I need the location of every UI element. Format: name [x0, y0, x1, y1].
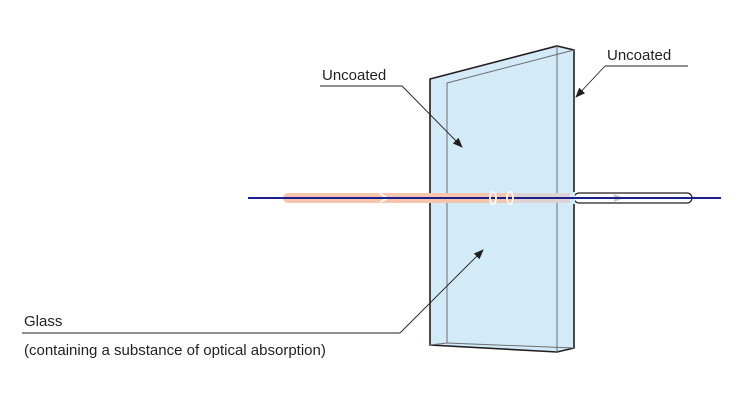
glass-edge-bottom [429, 342, 448, 346]
front-uncoated-label: Uncoated [322, 67, 386, 84]
glass-edge-bottom-inner [446, 342, 575, 349]
light-beam [248, 191, 721, 205]
back-leader-arrow [575, 65, 606, 98]
glass-note-label: (containing a substance of optical absor… [24, 342, 326, 359]
callout-front-uncoated: Uncoated [320, 67, 463, 148]
back-uncoated-label: Uncoated [607, 47, 671, 64]
callout-glass: Glass (containing a substance of optical… [22, 249, 484, 359]
callout-back-uncoated: Uncoated [575, 47, 688, 98]
glass-edge-top [446, 49, 575, 84]
front-leader-arrow [401, 85, 463, 148]
glass-leader-arrow [399, 249, 484, 334]
absorption-ring-2 [506, 191, 514, 205]
glass-label: Glass [24, 313, 62, 330]
absorption-ring-1 [489, 191, 497, 205]
